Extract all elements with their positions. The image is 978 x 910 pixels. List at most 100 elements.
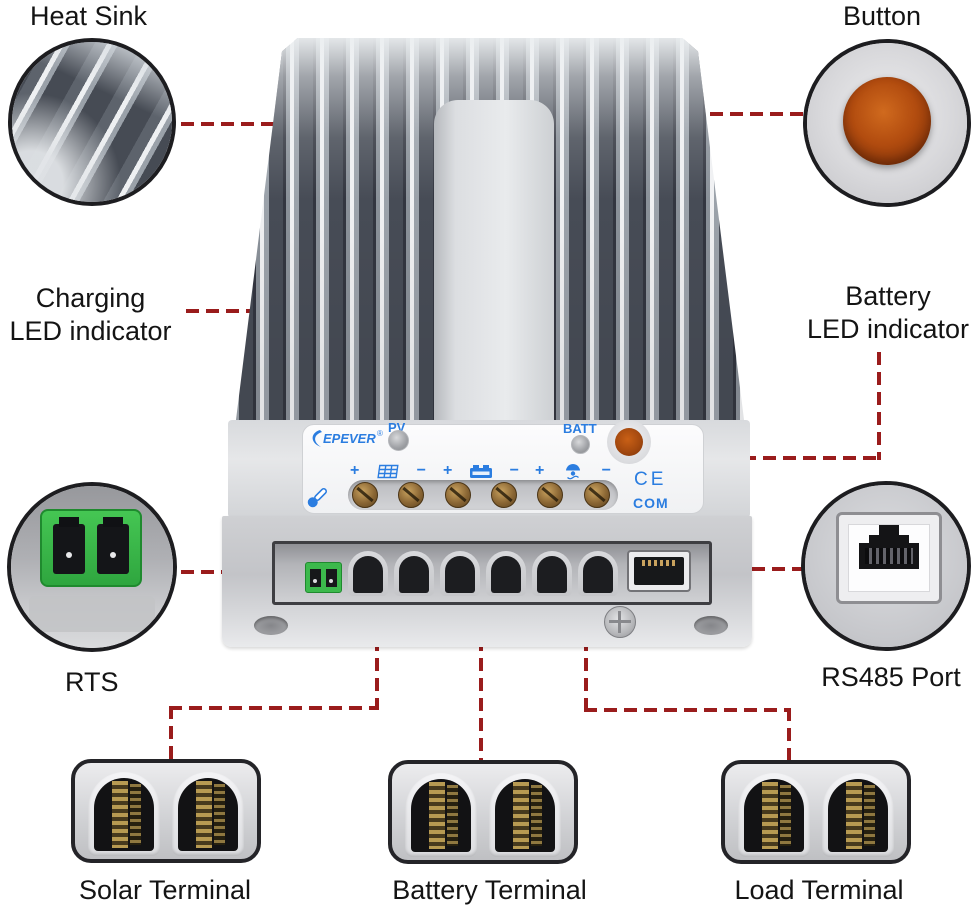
rts-port-hole: [310, 569, 321, 587]
screw-slot: [588, 486, 606, 503]
terminal-spring: [846, 781, 862, 850]
terminal-arch: [405, 773, 477, 857]
pv-led-indicator: [388, 430, 409, 451]
terminal-arch-hole: [411, 779, 471, 852]
rs485-detail-circle: [801, 481, 971, 651]
battery-led-label-line1: Battery: [845, 281, 931, 311]
button-housing: [607, 420, 651, 464]
charging-led-label: Charging LED indicator: [0, 282, 181, 348]
solar-terminal-detail: [71, 759, 261, 863]
terminal-spring: [112, 780, 128, 849]
load-plus-sign: +: [535, 462, 545, 479]
terminal-spring: [780, 784, 791, 847]
epever-logo: EPEVER ®: [312, 429, 383, 447]
screw-slot: [495, 486, 513, 503]
button-label: Button: [843, 1, 922, 31]
terminal-spring: [864, 784, 875, 847]
battery-led-label: Battery LED indicator: [797, 280, 978, 346]
rts-clamp-pin: [103, 517, 123, 527]
heat-sink-highlight: [12, 42, 172, 202]
terminal-opening: [445, 556, 475, 593]
terminal-screw-4: [491, 482, 517, 508]
terminal-opening: [537, 556, 567, 593]
rj45-latch-tab: [879, 525, 899, 535]
rts-connector-detail: [40, 509, 142, 587]
callout-line-solar-h: [169, 706, 379, 710]
callout-line-button-horizontal: [630, 112, 803, 116]
rj45-latch-step: [869, 535, 909, 543]
heat-sink-label: Heat Sink: [30, 1, 148, 31]
terminal-arch: [489, 773, 561, 857]
terminal-spring: [429, 781, 445, 850]
battery-plus-sign: +: [443, 462, 453, 479]
terminal-screw-6: [584, 482, 610, 508]
terminal-screw-2: [398, 482, 424, 508]
terminal-arch-hole: [94, 778, 154, 851]
rts-connector-hole: [97, 517, 129, 574]
temperature-sensor-icon: [307, 487, 328, 508]
rj45-contact-body: [859, 543, 919, 569]
ce-mark: CE: [634, 469, 667, 490]
batt-label: BATT: [563, 421, 597, 436]
screw-slot: [541, 486, 559, 503]
callout-line-load-v1: [584, 598, 588, 712]
com-label: COM: [633, 495, 669, 511]
battery-terminal-port-1: [440, 551, 480, 596]
epever-logo-text: EPEVER: [323, 431, 376, 446]
load-terminal-port-2: [578, 551, 618, 596]
solar-minus-sign: −: [416, 462, 426, 479]
callout-line-solar-v1: [375, 598, 379, 710]
terminal-screw-3: [445, 482, 471, 508]
rs485-contacts: [642, 560, 676, 566]
battery-minus-sign: −: [509, 462, 519, 479]
terminal-opening: [583, 556, 613, 593]
terminal-spring: [447, 784, 458, 847]
load-terminal-port-1: [532, 551, 572, 596]
rts-port[interactable]: [305, 562, 342, 593]
case-screw: [604, 606, 636, 638]
callout-line-load-v2: [787, 708, 791, 764]
rts-pin-dot: [313, 579, 317, 583]
rts-detail-circle: [7, 482, 177, 652]
terminal-spring: [214, 783, 225, 846]
load-lamp-icon: [566, 463, 580, 479]
terminal-arch-hole: [495, 779, 555, 852]
battery-led-label-line2: LED indicator: [806, 314, 970, 344]
center-channel: [434, 100, 554, 422]
rts-connector-hole: [53, 517, 85, 574]
solar-terminal-port-2: [394, 551, 434, 596]
load-minus-sign: −: [601, 462, 611, 479]
battery-led-indicator: [571, 435, 590, 454]
rs485-port-opening: [634, 557, 684, 585]
rts-detail-panel-edge: [29, 596, 155, 632]
callout-line-solar-v2: [169, 706, 173, 762]
terminal-screw-5: [537, 482, 563, 508]
screw-slot: [402, 486, 420, 503]
panel-button[interactable]: [615, 428, 643, 456]
terminal-screw-track: [348, 480, 618, 510]
button-detail-circle: [803, 39, 971, 207]
terminal-spring: [762, 781, 778, 850]
rts-pin-dot: [110, 552, 116, 558]
terminal-arch-hole: [828, 779, 888, 852]
terminal-spring: [196, 780, 212, 849]
rs485-port[interactable]: [627, 550, 691, 592]
charging-led-label-line1: Charging: [35, 283, 146, 313]
rts-pin-dot: [329, 579, 333, 583]
solar-polarity-group: + −: [350, 461, 426, 481]
battery-terminal-label: Battery Terminal: [392, 875, 587, 905]
rs485-label: RS485 Port: [821, 662, 961, 692]
terminal-opening: [491, 556, 521, 593]
terminal-spring: [531, 784, 542, 847]
load-terminal-detail: [721, 760, 911, 864]
rj45-contact-comb: [865, 548, 913, 564]
callout-line-battery-terminal: [479, 598, 483, 761]
terminal-arch: [822, 773, 894, 857]
charging-led-label-line2: LED indicator: [9, 316, 172, 346]
solar-plus-sign: +: [350, 462, 360, 479]
epever-registered-mark: ®: [377, 429, 383, 438]
battery-terminal-detail: [388, 760, 578, 864]
epever-logo-swoosh: [312, 430, 322, 447]
rts-clamp-pin: [59, 517, 79, 527]
